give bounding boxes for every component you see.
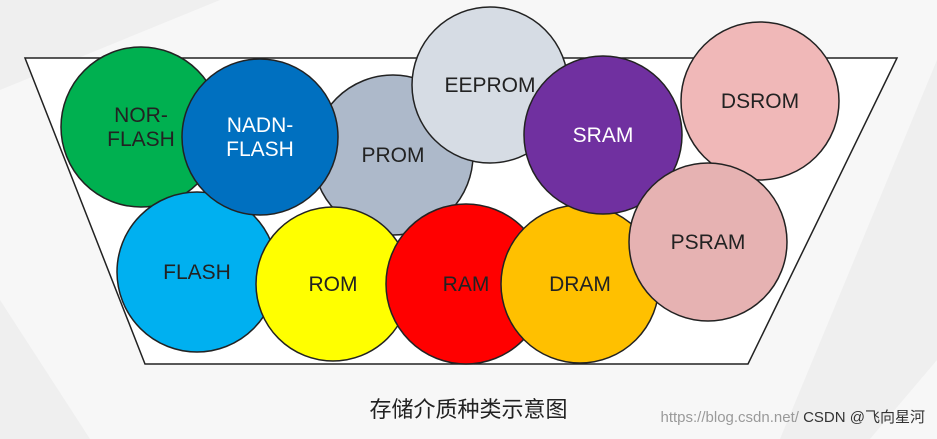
watermark-url: https://blog.csdn.net/ [660,409,799,426]
circle-eeprom-label: EEPROM [444,74,535,97]
diagram-caption: 存储介质种类示意图 [369,398,568,423]
circle-rom-label: ROM [309,273,358,296]
circle-nor-flash: NOR-FLASH [60,46,222,208]
circle-psram: PSRAM [628,162,788,322]
circle-nadn-flash-label: NADN- [227,114,294,137]
circle-nor-flash-label: NOR- [114,104,168,127]
storage-diagram: NOR-FLASHPROMEEPROMFLASHROMNADN-FLASHRAM… [23,6,899,365]
circle-sram-shape [523,55,683,215]
circle-nadn-flash-shape [181,58,339,216]
circle-psram-label: PSRAM [671,231,746,254]
circles-layer: NOR-FLASHPROMEEPROMFLASHROMNADN-FLASHRAM… [60,6,840,365]
circle-nadn-flash-label: FLASH [226,138,294,161]
circle-flash: FLASH [116,191,278,353]
circle-prom-label: PROM [362,144,425,167]
circle-nor-flash-label: FLASH [107,128,175,151]
circle-nadn-flash: NADN-FLASH [181,58,339,216]
circle-dsrom-label: DSROM [721,90,799,113]
circle-dsrom: DSROM [680,21,840,181]
circle-rom: ROM [255,206,411,362]
circle-psram-shape [628,162,788,322]
circle-ram-label: RAM [443,273,490,296]
circle-sram: SRAM [523,55,683,215]
circle-dsrom-shape [680,21,840,181]
circle-flash-label: FLASH [163,261,231,284]
circle-sram-label: SRAM [573,124,634,147]
circle-dram: DRAM [500,204,660,364]
watermark: https://blog.csdn.net/ CSDN @飞向星河 [661,406,926,427]
circle-dram-label: DRAM [549,273,611,296]
watermark-brand: CSDN @飞向星河 [803,409,925,426]
